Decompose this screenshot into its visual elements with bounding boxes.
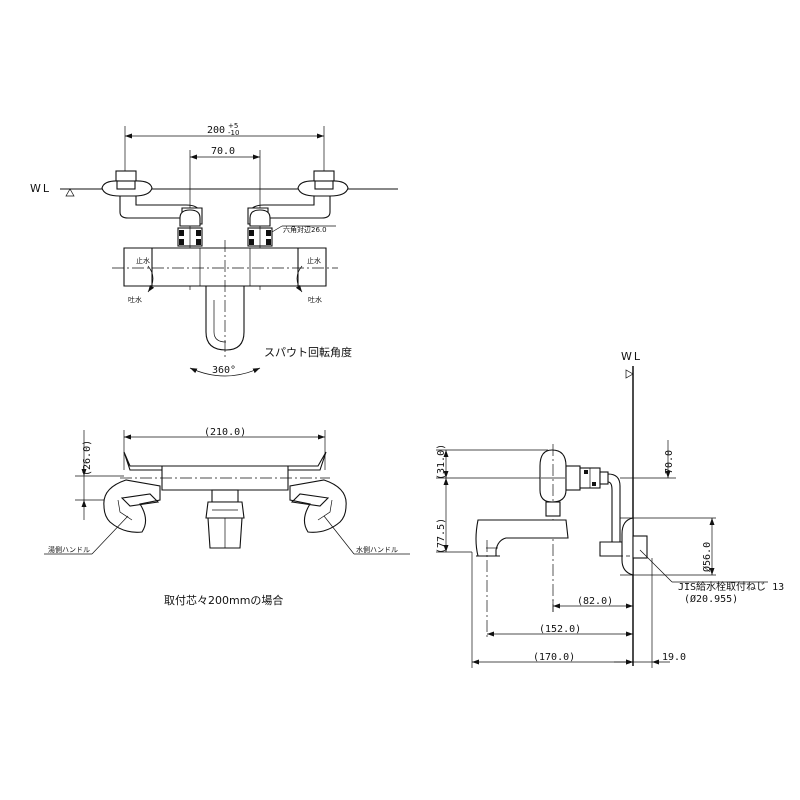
spout-left: 吐水 xyxy=(128,295,142,304)
left-hex-nut xyxy=(177,227,203,247)
dim-170: (170.0) xyxy=(533,652,575,663)
jis-dia: (Ø20.955) xyxy=(684,593,738,605)
dim-overall: 200 xyxy=(207,125,225,136)
spout-right: 吐水 xyxy=(308,295,322,304)
dim-82: (82.0) xyxy=(577,596,613,607)
dim-overall-tol-lower: -10 xyxy=(228,129,239,137)
top-spout xyxy=(205,285,245,351)
top-view: WL 200 +5 -10 70.0 xyxy=(30,122,398,377)
hex-label: 六角対辺26.0 xyxy=(283,225,327,234)
jis-label: JIS給水栓取付ねじ 13 xyxy=(678,580,784,593)
wl-marker xyxy=(65,188,75,197)
side-spout xyxy=(475,519,569,557)
spout-rotation-label: スパウト回転角度 xyxy=(264,345,352,359)
hot-handle-label: 湯側ハンドル xyxy=(48,545,90,554)
dim-152: (152.0) xyxy=(539,624,581,635)
rotation-arrow xyxy=(189,367,261,377)
front-view: (210.0) (26.0) 湯側ハンドル 水側ハンドル 取付芯 xyxy=(44,427,410,607)
dim-56: Ø56.0 xyxy=(701,542,713,572)
wl-label: WL xyxy=(30,182,51,195)
stop-right: 止水 xyxy=(307,256,321,265)
dim-19: 19.0 xyxy=(662,652,686,663)
dim-overall-tol-upper: +5 xyxy=(228,122,238,130)
stop-left: 止水 xyxy=(136,256,150,265)
side-wl-label: WL xyxy=(621,350,642,363)
dim-31: (31.0) xyxy=(436,444,447,480)
side-view: WL (31.0) (77.5) 70.0 Ø56.0 xyxy=(436,350,784,668)
rotation-angle: 360° xyxy=(212,365,236,376)
right-hex-nut xyxy=(247,227,273,247)
dim-center: 70.0 xyxy=(211,146,235,157)
dim-70: 70.0 xyxy=(664,450,675,474)
dim-77: (77.5) xyxy=(436,518,447,554)
mounting-label: 取付芯々200mmの場合 xyxy=(164,593,283,607)
side-flange xyxy=(621,517,634,576)
dim-width: (210.0) xyxy=(204,427,246,438)
dim-height: (26.0) xyxy=(82,440,93,476)
cold-handle-label: 水側ハンドル xyxy=(356,545,398,554)
